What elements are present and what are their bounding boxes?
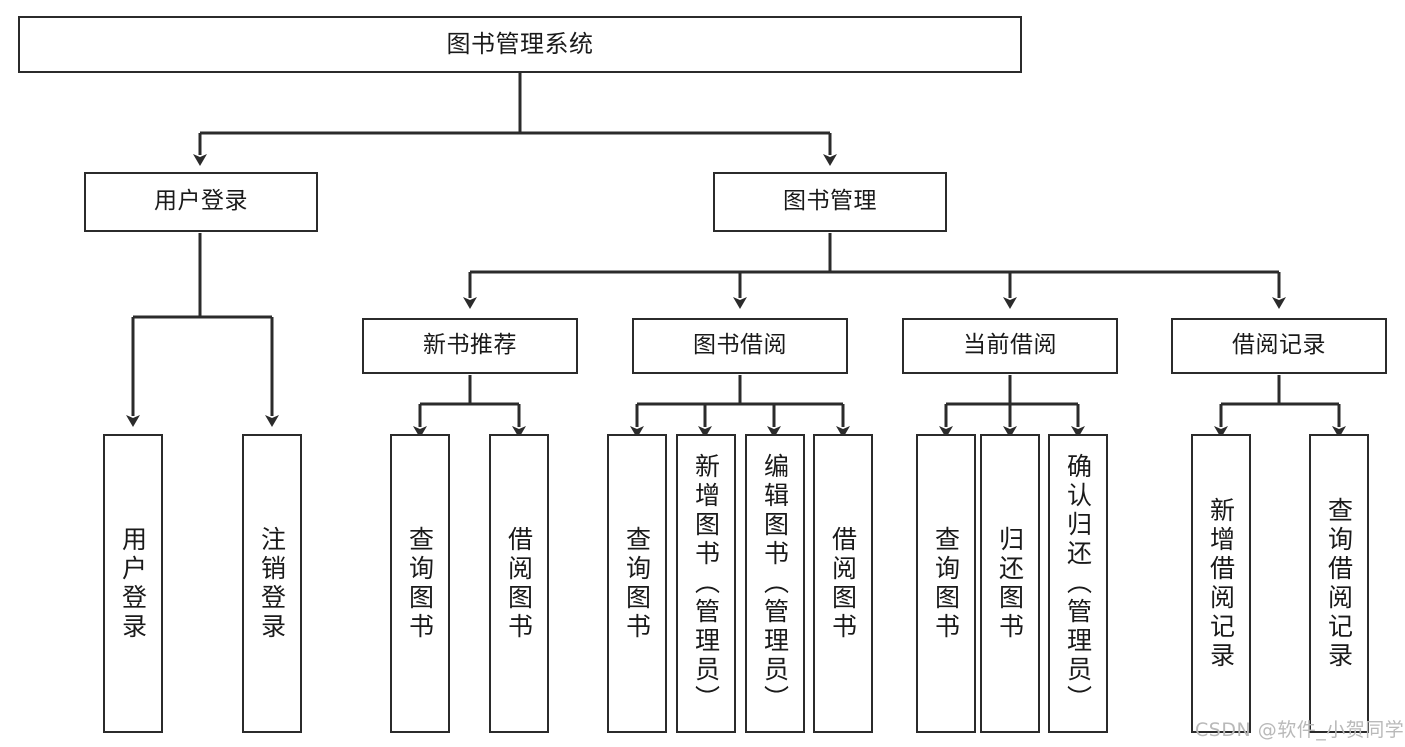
leaf-user-login-logout[interactable]: 注销登录 (242, 434, 302, 733)
node-borrow-record[interactable]: 借阅记录 (1171, 318, 1387, 374)
node-current-borrow[interactable]: 当前借阅 (902, 318, 1118, 374)
leaf-current-confirm-return-admin[interactable]: 确认归还（管理员） (1048, 434, 1108, 733)
node-label: 归还图书 (995, 525, 1025, 642)
node-label: 确认归还（管理员） (1063, 453, 1093, 714)
node-book-borrow[interactable]: 图书借阅 (632, 318, 848, 374)
node-label: 新增借阅记录 (1206, 496, 1236, 671)
node-root-system[interactable]: 图书管理系统 (18, 16, 1022, 73)
leaf-user-login-signin[interactable]: 用户登录 (103, 434, 163, 733)
node-label: 查询图书 (405, 525, 435, 642)
leaf-new-book-borrow[interactable]: 借阅图书 (489, 434, 549, 733)
node-label: 查询图书 (931, 525, 961, 642)
leaf-borrow-edit-book-admin[interactable]: 编辑图书（管理员） (745, 434, 805, 733)
node-user-login[interactable]: 用户登录 (84, 172, 318, 232)
leaf-borrow-add-book-admin[interactable]: 新增图书（管理员） (676, 434, 736, 733)
leaf-record-add[interactable]: 新增借阅记录 (1191, 434, 1251, 733)
leaf-current-query-book[interactable]: 查询图书 (916, 434, 976, 733)
node-label: 图书管理 (783, 188, 877, 215)
node-label: 用户登录 (154, 188, 248, 215)
node-label: 查询借阅记录 (1324, 496, 1354, 671)
node-label: 查询图书 (622, 525, 652, 642)
node-book-management[interactable]: 图书管理 (713, 172, 947, 232)
node-label: 新书推荐 (423, 332, 517, 359)
leaf-borrow-query-book[interactable]: 查询图书 (607, 434, 667, 733)
node-label: 编辑图书（管理员） (760, 453, 790, 714)
node-label: 借阅图书 (828, 525, 858, 642)
csdn-watermark: CSDN @软件_小贺同学 (1195, 719, 1405, 741)
node-label: 借阅图书 (504, 525, 534, 642)
node-label: 新增图书（管理员） (691, 453, 721, 714)
node-new-book-recommend[interactable]: 新书推荐 (362, 318, 578, 374)
leaf-new-book-query[interactable]: 查询图书 (390, 434, 450, 733)
node-label: 借阅记录 (1232, 332, 1326, 359)
leaf-borrow-borrow-book[interactable]: 借阅图书 (813, 434, 873, 733)
leaf-current-return-book[interactable]: 归还图书 (980, 434, 1040, 733)
node-label: 用户登录 (118, 525, 148, 642)
node-label: 注销登录 (257, 525, 287, 642)
node-label: 当前借阅 (963, 332, 1057, 359)
node-label: 图书管理系统 (446, 30, 594, 59)
leaf-record-query[interactable]: 查询借阅记录 (1309, 434, 1369, 733)
node-label: 图书借阅 (693, 332, 787, 359)
